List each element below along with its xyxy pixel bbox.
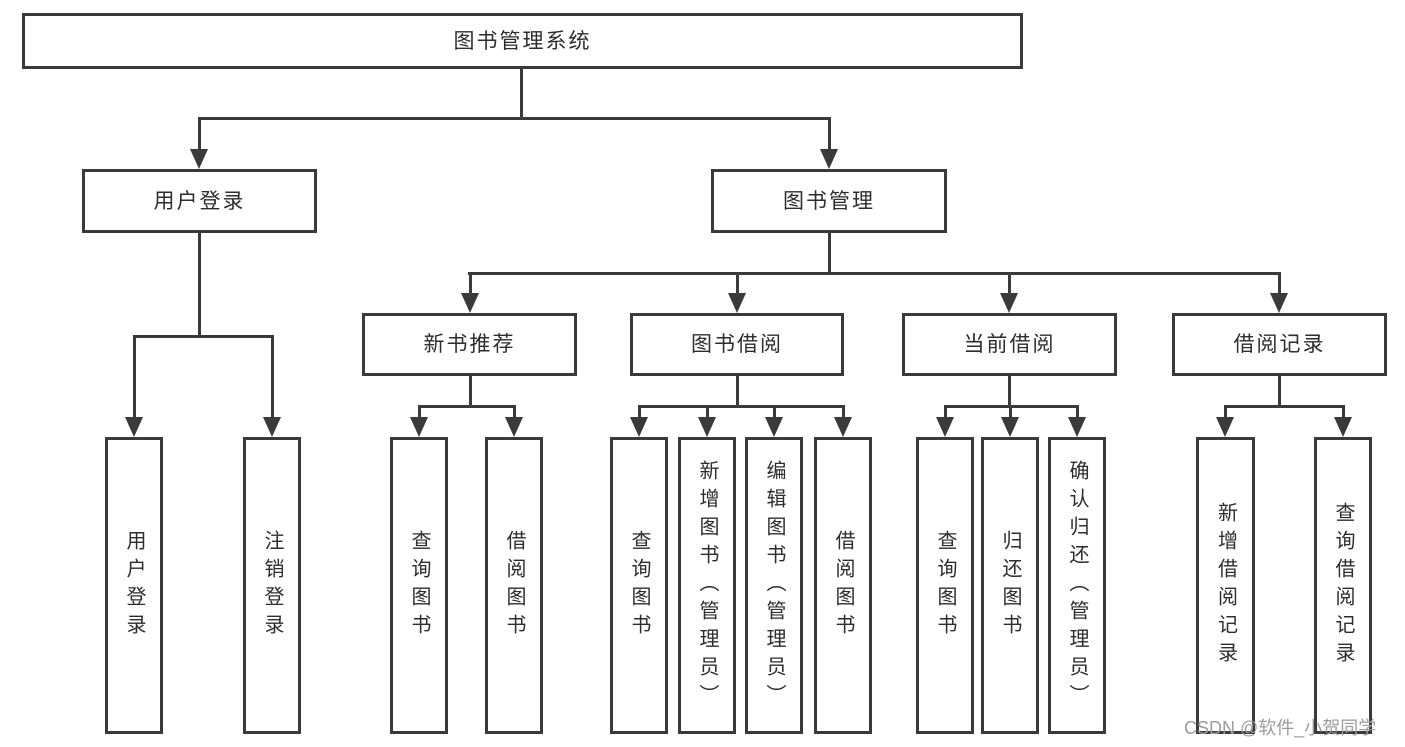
connector-line xyxy=(1224,406,1227,418)
connector-line xyxy=(520,69,523,120)
arrow-down-icon xyxy=(505,417,523,437)
node-label: 查询图书 xyxy=(408,529,430,642)
connector-line xyxy=(842,406,845,418)
connector-line xyxy=(1342,406,1345,418)
connector-line xyxy=(198,118,201,150)
leaf-borrowing-edit-books-admin: 编辑图书（管理员） xyxy=(745,437,803,734)
arrow-down-icon xyxy=(728,293,746,313)
node-label: 用户登录 xyxy=(153,189,246,213)
leaf-recommend-borrow-books: 借阅图书 xyxy=(485,437,543,734)
node-label: 确认归还（管理员） xyxy=(1066,459,1088,712)
node-label: 查询借阅记录 xyxy=(1332,501,1354,670)
node-label: 借阅图书 xyxy=(832,529,854,642)
leaf-recommend-query-books: 查询图书 xyxy=(390,437,448,734)
node-book-borrowing: 图书借阅 xyxy=(630,313,844,376)
arrow-down-icon xyxy=(263,417,281,437)
leaf-borrowing-query-books: 查询图书 xyxy=(610,437,668,734)
connector-line xyxy=(469,273,472,294)
arrow-down-icon xyxy=(1334,417,1352,437)
node-label: 图书管理系统 xyxy=(453,29,592,53)
connector-line xyxy=(1009,406,1012,418)
connector-line xyxy=(198,117,831,120)
node-label: 注销登录 xyxy=(261,529,283,642)
arrow-down-icon xyxy=(630,417,648,437)
leaf-current-query-books: 查询图书 xyxy=(916,437,974,734)
connector-line xyxy=(638,406,641,418)
arrow-down-icon xyxy=(1270,293,1288,313)
leaf-current-confirm-return-admin: 确认归还（管理员） xyxy=(1048,437,1106,734)
arrow-down-icon xyxy=(1000,293,1018,313)
connector-line xyxy=(1008,273,1011,294)
node-label: 图书借阅 xyxy=(691,333,783,356)
connector-line xyxy=(828,118,831,150)
connector-line xyxy=(1008,376,1011,408)
connector-line xyxy=(1278,273,1281,294)
node-user-login: 用户登录 xyxy=(82,169,317,233)
connector-line xyxy=(468,272,1281,275)
connector-line xyxy=(133,335,274,338)
connector-line xyxy=(944,406,947,418)
connector-line xyxy=(736,273,739,294)
connector-line xyxy=(133,336,136,418)
arrow-down-icon xyxy=(410,417,428,437)
node-label: 用户登录 xyxy=(123,529,145,642)
node-label: 借阅记录 xyxy=(1233,333,1326,356)
arrow-down-icon xyxy=(820,149,838,169)
csdn-watermark: CSDN @软件_小贺同学 xyxy=(1184,718,1377,738)
node-label: 查询图书 xyxy=(628,529,650,642)
leaf-logout: 注销登录 xyxy=(243,437,301,734)
connector-line xyxy=(638,405,845,408)
node-root-library-system: 图书管理系统 xyxy=(22,13,1023,69)
leaf-user-login: 用户登录 xyxy=(105,437,163,734)
node-current-borrowing: 当前借阅 xyxy=(902,313,1117,376)
connector-line xyxy=(198,233,201,338)
node-label: 归还图书 xyxy=(999,529,1021,642)
arrow-down-icon xyxy=(834,417,852,437)
leaf-borrowing-borrow-books: 借阅图书 xyxy=(814,437,872,734)
connector-line xyxy=(706,406,709,418)
leaf-borrowing-add-books-admin: 新增图书（管理员） xyxy=(678,437,736,734)
connector-line xyxy=(418,406,421,418)
connector-line xyxy=(1076,406,1079,418)
connector-line xyxy=(513,406,516,418)
connector-line xyxy=(469,376,472,408)
connector-line xyxy=(271,336,274,418)
leaf-records-add-borrow-record: 新增借阅记录 xyxy=(1196,437,1255,734)
node-borrowing-records: 借阅记录 xyxy=(1172,313,1387,376)
connector-line xyxy=(418,405,516,408)
arrow-down-icon xyxy=(698,417,716,437)
connector-line xyxy=(736,376,739,408)
node-new-book-recommend: 新书推荐 xyxy=(362,313,577,376)
node-label: 新增借阅记录 xyxy=(1214,501,1237,670)
arrow-down-icon xyxy=(125,417,143,437)
leaf-current-return-books: 归还图书 xyxy=(981,437,1039,734)
node-label: 当前借阅 xyxy=(963,333,1056,356)
node-label: 新增图书（管理员） xyxy=(696,459,718,712)
node-label: 查询图书 xyxy=(934,529,956,642)
arrow-down-icon xyxy=(936,417,954,437)
arrow-down-icon xyxy=(190,149,208,169)
node-label: 图书管理 xyxy=(783,189,875,213)
connector-line xyxy=(1224,405,1345,408)
arrow-down-icon xyxy=(1001,417,1019,437)
node-book-management: 图书管理 xyxy=(711,169,947,233)
connector-line xyxy=(828,233,831,275)
arrow-down-icon xyxy=(1216,417,1234,437)
node-label: 新书推荐 xyxy=(423,333,516,356)
arrow-down-icon xyxy=(1068,417,1086,437)
connector-line xyxy=(1278,376,1281,408)
node-label: 编辑图书（管理员） xyxy=(763,459,785,712)
arrow-down-icon xyxy=(765,417,783,437)
node-label: 借阅图书 xyxy=(503,529,525,642)
leaf-records-query-borrow-record: 查询借阅记录 xyxy=(1314,437,1372,734)
arrow-down-icon xyxy=(461,293,479,313)
connector-line xyxy=(773,406,776,418)
